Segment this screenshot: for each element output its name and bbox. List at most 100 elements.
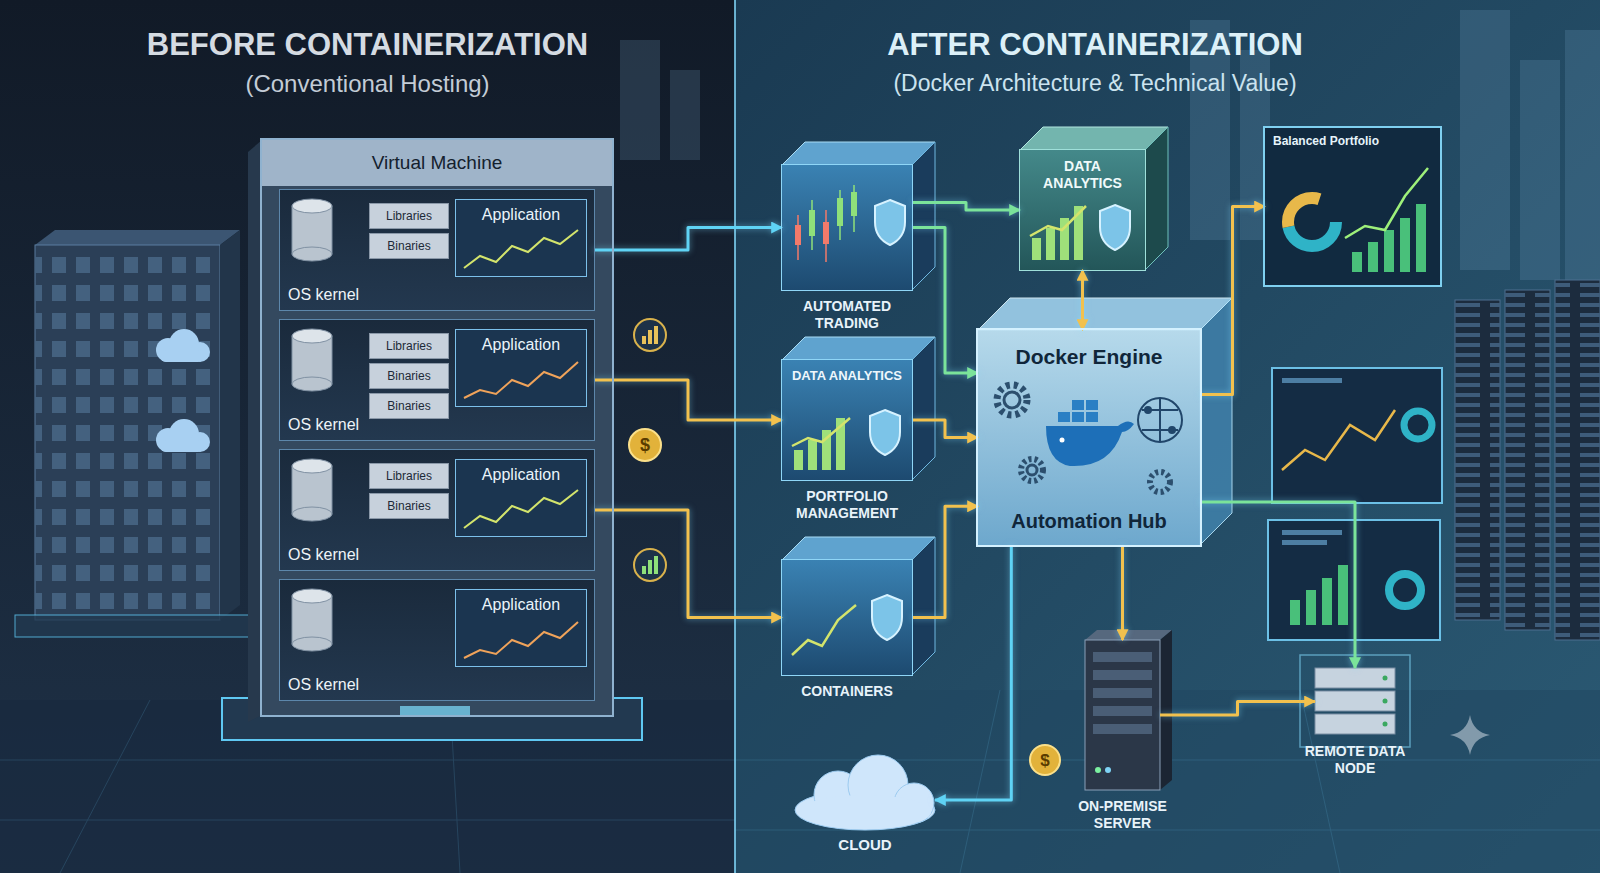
database-cylinder [292, 459, 332, 473]
line-chart [1030, 206, 1086, 236]
back-building [160, 350, 204, 362]
container-cube [912, 337, 935, 480]
app-screen: Application [456, 200, 586, 276]
bar-chart [1046, 228, 1055, 260]
library-label: Binaries [373, 499, 445, 513]
app-chart [464, 230, 578, 268]
before-panel: BEFORE CONTAINERIZATION(Conventional Hos… [0, 0, 735, 873]
library-box: Binaries [370, 494, 448, 518]
database-cylinder [292, 377, 332, 391]
floor-grid [0, 760, 735, 761]
vm-floor: OS kernelApplicationLibrariesBinaries [280, 450, 594, 570]
back-building [35, 230, 240, 245]
database-cylinder [292, 199, 332, 213]
floor-grid [60, 700, 150, 873]
app-label: Application [462, 595, 580, 614]
dashboard-screen [1288, 198, 1336, 246]
chart-badge [654, 556, 658, 574]
container-cube [1020, 150, 1145, 270]
remote-data-node [1300, 655, 1410, 747]
database-cylinder [292, 329, 332, 343]
back-building [35, 245, 220, 620]
container-label: DATA ANALYTICS [788, 368, 906, 384]
city-skyline [1565, 30, 1600, 290]
app-screen-fill [456, 590, 586, 666]
gear-icon [1021, 459, 1043, 481]
library-label: Libraries [373, 469, 445, 483]
vm-building [400, 706, 470, 715]
city-skyline [1460, 10, 1510, 270]
app-chart [464, 622, 578, 658]
flow-arrow [912, 506, 978, 617]
docker-whale [1046, 421, 1134, 466]
server-target: ON-PREMISE SERVER [1085, 640, 1160, 790]
library-label: Binaries [373, 369, 445, 383]
security-shield [872, 595, 902, 640]
remote-data-node [1315, 691, 1395, 711]
vm-floor: OS kernelApplication [280, 580, 594, 700]
city-skyline [670, 70, 700, 160]
vm-building [280, 320, 594, 440]
database-cylinder [292, 589, 332, 603]
dashboard-screen: Balanced Portfolio [1265, 128, 1440, 285]
chart-badge [648, 330, 652, 344]
dashboard-screen [1338, 565, 1348, 625]
ai-brain-icon [1138, 398, 1182, 442]
library-box: Binaries [370, 364, 448, 388]
chart-badge [634, 319, 666, 351]
flow-arrow [912, 420, 978, 438]
city-skyline [620, 10, 1600, 290]
candlestick-chart [795, 185, 857, 262]
dashboard-screen [1416, 204, 1426, 272]
library-label: Libraries [373, 339, 445, 353]
vm-building [222, 140, 642, 740]
data-node-target: REMOTE DATA NODE [1315, 668, 1395, 735]
docker-whale [1060, 438, 1065, 443]
docker-whale [1086, 412, 1098, 422]
dashboard-screen [1282, 530, 1342, 535]
dashboard-screen [1352, 252, 1362, 272]
gear-icon [997, 385, 1027, 415]
back-building [15, 230, 255, 637]
line-chart [792, 418, 850, 446]
app-screen-fill [456, 460, 586, 536]
chart-badge [648, 560, 652, 574]
remote-data-node [1383, 676, 1388, 681]
server-rack [1455, 300, 1500, 620]
panel-subheading: (Conventional Hosting) [6, 70, 729, 99]
after-panel: AFTER CONTAINERIZATION(Docker Architectu… [735, 0, 1600, 873]
on-premise-server [1085, 630, 1172, 640]
container-cube [912, 537, 935, 675]
ai-brain-icon [1142, 398, 1178, 442]
docker-engine-cube [1200, 298, 1232, 545]
remote-data-node [1300, 655, 1410, 747]
library-box: Libraries [370, 334, 448, 358]
city-skyline [1520, 60, 1560, 280]
dashboard-screen [1288, 198, 1336, 246]
dashboard-screen [1400, 218, 1410, 272]
target-label: CLOUD [795, 836, 935, 854]
dashboard-screen [1282, 410, 1395, 470]
container-label: CONTAINERS [772, 683, 922, 700]
back-building [35, 245, 220, 620]
database-cylinder [292, 247, 332, 261]
docker-whale [1086, 400, 1098, 410]
back-building [160, 440, 204, 452]
cloud-target: CLOUD [795, 770, 935, 830]
vm-building [280, 580, 594, 700]
coin-symbol: $ [640, 436, 650, 454]
vm-building [280, 450, 594, 570]
on-premise-server [1093, 706, 1152, 716]
app-label: Application [462, 465, 580, 484]
app-label: Application [462, 335, 580, 354]
on-premise-server [1105, 767, 1111, 773]
chart-badge [654, 326, 658, 344]
dashboard-screen [1368, 242, 1378, 272]
dashboard-screen [1345, 168, 1428, 238]
on-premise-server [1093, 724, 1152, 734]
candlestick-chart [851, 192, 857, 216]
remote-data-node [1315, 668, 1395, 688]
database-cylinder [292, 507, 332, 521]
